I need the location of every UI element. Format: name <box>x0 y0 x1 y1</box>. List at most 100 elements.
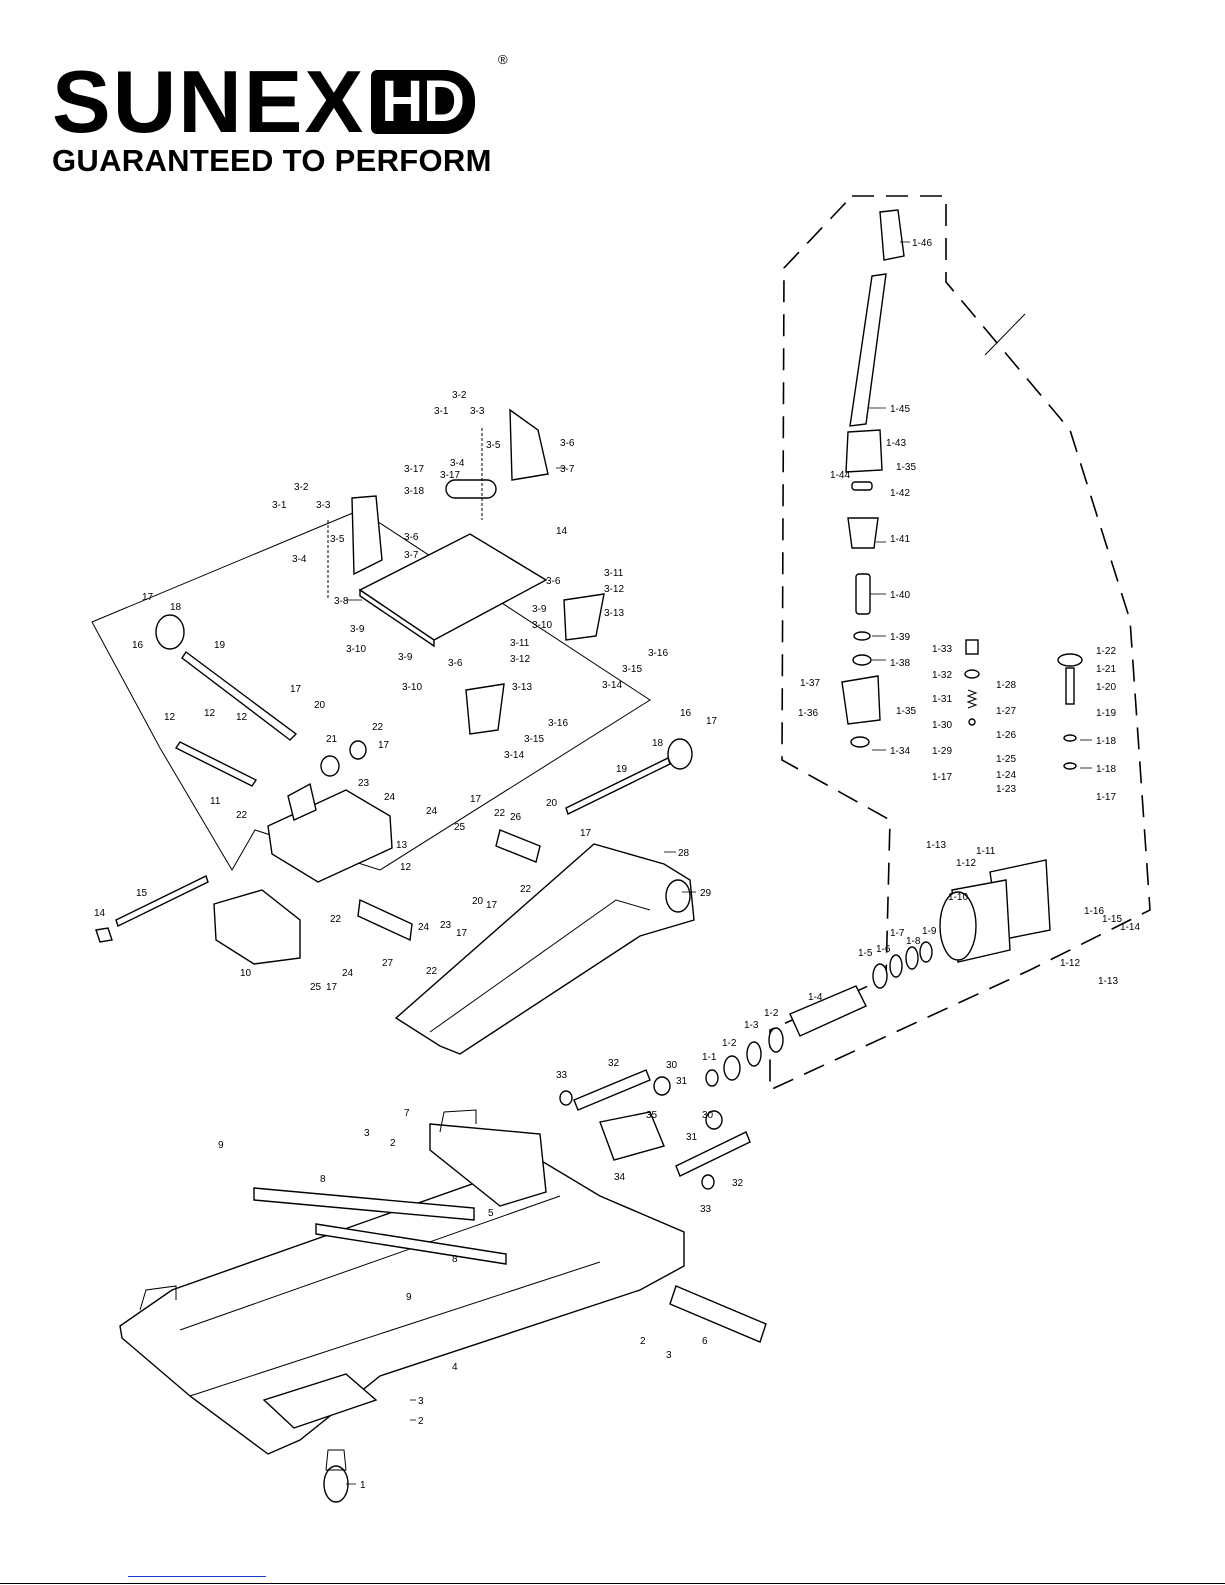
label-22-f: 22 <box>426 966 438 977</box>
pin-26 <box>495 829 541 863</box>
label-1-1: 1-1 <box>702 1052 717 1063</box>
pump-ring <box>852 654 872 666</box>
label-35: 35 <box>646 1110 658 1121</box>
label-1-9: 1-9 <box>922 926 937 937</box>
label-3-11-right: 3-11 <box>604 568 624 579</box>
label-9-upper: 9 <box>218 1140 224 1151</box>
label-3-15-right: 3-15 <box>622 664 642 675</box>
label-3-2-top: 3-2 <box>452 390 467 401</box>
label-3-3-left: 3-3 <box>316 500 331 511</box>
frame-rear-handle <box>439 1109 477 1133</box>
label-31-lower: 31 <box>686 1132 698 1143</box>
label-12-d: 12 <box>400 862 412 873</box>
label-1-10: 1-10 <box>948 892 968 903</box>
label-21: 21 <box>326 734 338 745</box>
label-13: 13 <box>396 840 408 851</box>
caster-mount <box>262 1373 378 1429</box>
label-1-8: 1-8 <box>906 936 921 947</box>
frame-rear-bracket <box>429 1123 547 1207</box>
valve-washer-a <box>964 669 980 679</box>
right-gear-wheel <box>667 738 693 770</box>
label-17-d: 17 <box>470 794 482 805</box>
sunex-hd-logo: SUNEX HD ® GUARANTEED TO PERFORM <box>52 52 508 178</box>
caster-wheel <box>323 1465 349 1503</box>
label-3-8: 3-8 <box>334 596 349 607</box>
pump-assembly-dashed-outline <box>769 195 1151 1092</box>
label-28: 28 <box>678 848 690 859</box>
label-14-left: 14 <box>94 908 106 919</box>
label-1-15: 1-15 <box>1102 914 1122 925</box>
label-1-2-right: 1-2 <box>764 1008 779 1019</box>
saddle-assembly <box>327 408 605 735</box>
label-1: 1 <box>360 1480 366 1491</box>
registered-mark: ® <box>498 52 508 67</box>
label-1-4: 1-4 <box>808 992 823 1003</box>
label-3-10-b: 3-10 <box>402 682 422 693</box>
label-16-a: 16 <box>132 640 144 651</box>
label-3-9-right: 3-9 <box>532 604 547 615</box>
cylinder-bore <box>939 891 977 961</box>
logo-hd-badge: HD <box>371 70 475 134</box>
clip-33-upper <box>559 1090 573 1106</box>
cylinder-seal-4 <box>872 963 888 989</box>
label-1-23: 1-23 <box>996 784 1016 795</box>
link-bar-32-upper <box>573 1069 651 1111</box>
lift-link-8-lower <box>315 1223 507 1265</box>
label-17-i: 17 <box>486 900 498 911</box>
cylinder-seal-3 <box>889 954 903 978</box>
label-1-12-lower: 1-12 <box>1060 958 1080 969</box>
label-25-b: 25 <box>310 982 322 993</box>
release-knob <box>1057 653 1083 667</box>
label-17-f: 17 <box>706 716 718 727</box>
label-23-a: 23 <box>358 778 370 789</box>
pump-yoke <box>841 675 881 725</box>
label-22-e: 22 <box>330 914 342 925</box>
handle-grip <box>879 209 905 261</box>
label-1-26: 1-26 <box>996 730 1016 741</box>
label-19-b: 19 <box>616 764 628 775</box>
label-22-c: 22 <box>494 808 506 819</box>
pin-27 <box>357 898 413 942</box>
release-oring-b <box>1063 762 1077 770</box>
label-3-1-top: 3-1 <box>434 406 449 417</box>
rear-link-parts <box>559 1069 751 1190</box>
label-3-17-a: 3-17 <box>404 464 424 475</box>
label-3-12-right: 3-12 <box>604 584 624 595</box>
label-33-lower: 33 <box>700 1204 712 1215</box>
valve-spring-a <box>966 689 978 709</box>
frame-bottom-rail <box>189 1261 601 1397</box>
label-3-17-b: 3-17 <box>440 470 460 481</box>
label-3-13-lower: 3-13 <box>512 682 532 693</box>
label-1-29: 1-29 <box>932 746 952 757</box>
label-20-a: 20 <box>314 700 326 711</box>
label-27: 27 <box>382 958 394 969</box>
label-11: 11 <box>210 796 221 807</box>
valve-ball-a <box>968 718 976 726</box>
pump-oring <box>850 736 870 748</box>
label-22-d: 22 <box>520 884 532 895</box>
label-1-27: 1-27 <box>996 706 1016 717</box>
label-1-7: 1-7 <box>890 928 905 939</box>
label-3-3-top: 3-3 <box>470 406 485 417</box>
label-24-b: 24 <box>426 806 438 817</box>
label-3-16-right: 3-16 <box>648 648 668 659</box>
lift-arm-linkage <box>95 614 693 965</box>
label-1-46: 1-46 <box>912 238 932 249</box>
footer-link-underline <box>128 1576 266 1577</box>
label-12-a: 12 <box>164 712 176 723</box>
label-4: 4 <box>452 1362 458 1373</box>
saddle-bracket-lower <box>465 683 505 735</box>
label-3-6-lower: 3-6 <box>448 658 463 669</box>
shaft-15 <box>115 875 209 927</box>
label-1-32: 1-32 <box>932 670 952 681</box>
label-8-upper: 8 <box>320 1174 326 1185</box>
label-1-39: 1-39 <box>890 632 910 643</box>
saddle-bracket-right <box>563 593 605 641</box>
label-1-24: 1-24 <box>996 770 1016 781</box>
bushing-31-upper <box>653 1076 671 1096</box>
label-17-a: 17 <box>142 592 154 603</box>
left-gear-wheel <box>155 614 185 650</box>
label-3-10-right: 3-10 <box>532 620 552 631</box>
label-1-44: 1-44 <box>830 470 850 481</box>
